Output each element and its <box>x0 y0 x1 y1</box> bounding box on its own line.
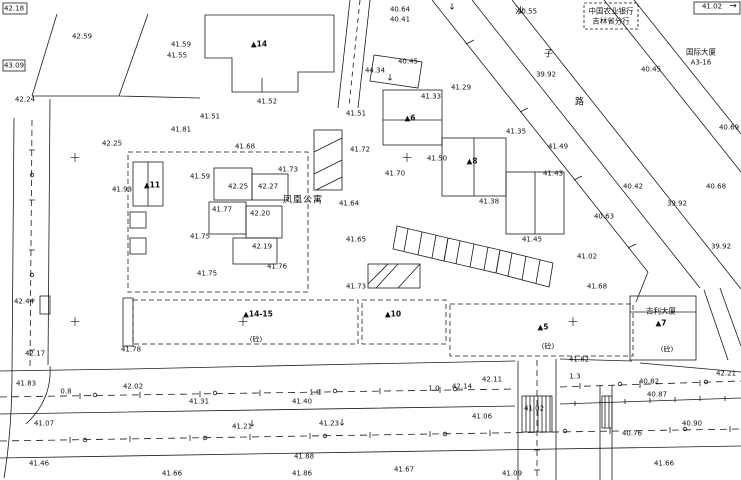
dashed-blocks <box>127 151 634 357</box>
hatched-buildings <box>313 129 554 289</box>
buildings <box>2 1 741 361</box>
